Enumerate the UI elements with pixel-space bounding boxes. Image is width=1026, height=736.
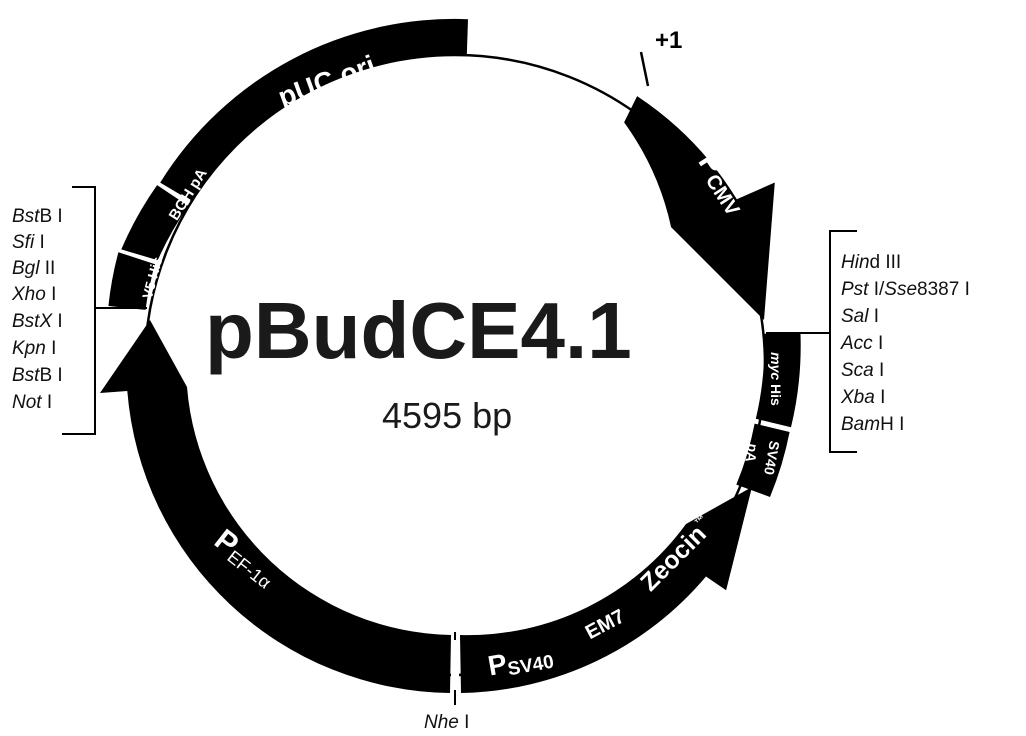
- right-site: Sal I: [841, 306, 879, 327]
- feature-sv40-pa: [736, 423, 790, 497]
- left-site: Not I: [12, 392, 52, 413]
- sv40-pa-label-1: SV40: [761, 440, 783, 477]
- left-site: Sfi I: [12, 232, 45, 253]
- nhe-gap: [451, 640, 459, 690]
- plus1-tick: [639, 51, 650, 87]
- feature-bgh-pa: [121, 185, 189, 261]
- feature-zeocin-arrow: [460, 487, 752, 693]
- plus1-label: +1: [655, 27, 682, 54]
- right-site: Acc I: [840, 333, 883, 354]
- left-site: BstX I: [12, 311, 63, 332]
- feature-puc-ori: [160, 18, 468, 202]
- right-site: BamH I: [841, 414, 904, 435]
- right-mcs-list: Hind III Pst I/Sse8387 I Sal I Acc I Sca…: [840, 252, 970, 435]
- left-mcs-bracket: [62, 186, 96, 435]
- left-site: Kpn I: [12, 338, 56, 359]
- feature-pcmv-arrow: [624, 96, 775, 320]
- myc-rest: His: [768, 380, 784, 406]
- right-site: Hind III: [841, 252, 901, 273]
- plasmid-size: 4595 bp: [382, 395, 512, 436]
- myc-italic: myc: [768, 352, 784, 380]
- feature-myc-his: [755, 333, 801, 428]
- left-site: BstB I: [12, 206, 63, 227]
- left-mcs-list: BstB I Sfi I Bgl II Xho I BstX I Kpn I B…: [11, 206, 63, 413]
- nhe-site-label: Nhe I: [424, 712, 469, 733]
- left-site: Xho I: [11, 284, 56, 305]
- nhe-italic: Nhe: [424, 712, 459, 733]
- nhe-rest: I: [459, 712, 470, 733]
- feature-v5-his: [108, 252, 156, 310]
- myc-his-label: myc His: [768, 352, 784, 406]
- psv40-p: P: [486, 648, 510, 682]
- left-site: Bgl II: [12, 258, 55, 279]
- plasmid-name: pBudCE4.1: [205, 286, 632, 375]
- feature-pef1a-arrow: [100, 320, 451, 693]
- left-site: BstB I: [12, 365, 63, 386]
- right-mcs-bracket: [829, 230, 857, 453]
- right-site: Xba I: [840, 387, 885, 408]
- right-site: Pst I/Sse8387 I: [841, 279, 970, 300]
- right-site: Sca I: [841, 360, 884, 381]
- sv40-pa-label-2: pA: [742, 442, 761, 463]
